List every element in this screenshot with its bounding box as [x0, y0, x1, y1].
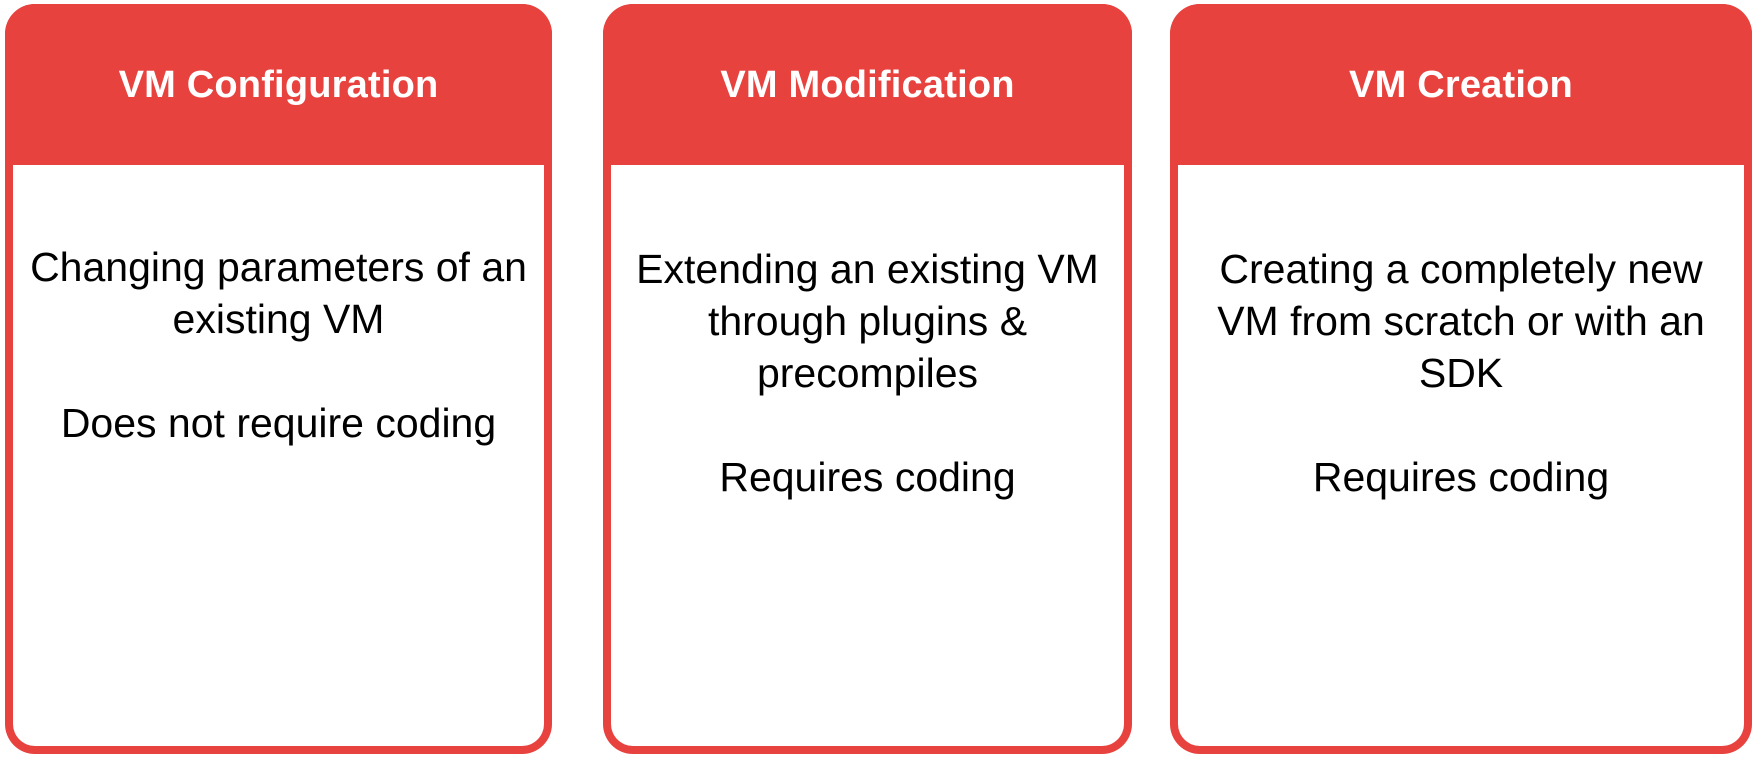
- card-paragraph-1: Creating a completely new VM from scratc…: [1217, 246, 1705, 396]
- card-header: VM Creation: [1170, 4, 1752, 165]
- card-title: VM Modification: [720, 63, 1015, 106]
- card-title: VM Configuration: [118, 63, 439, 106]
- card-body: Creating a completely new VM from scratc…: [1178, 165, 1744, 746]
- card-vm-configuration[interactable]: VM Configuration Changing parameters of …: [5, 4, 552, 754]
- card-paragraph-2: Requires coding: [1312, 454, 1610, 500]
- card-paragraph-2: Requires coding: [719, 454, 1016, 500]
- card-paragraph-2: Does not require coding: [60, 400, 497, 446]
- card-paragraph-1: Extending an existing VM through plugins…: [636, 246, 1099, 396]
- card-title: VM Creation: [1349, 63, 1573, 106]
- card-header: VM Configuration: [5, 4, 552, 165]
- card-header: VM Modification: [603, 4, 1132, 165]
- card-body: Extending an existing VM through plugins…: [611, 165, 1124, 746]
- card-vm-modification[interactable]: VM Modification Extending an existing VM…: [603, 4, 1132, 754]
- card-paragraph-1: Changing parameters of an existing VM: [30, 244, 527, 342]
- card-body: Changing parameters of an existing VM Do…: [13, 165, 544, 746]
- card-vm-creation[interactable]: VM Creation Creating a completely new VM…: [1170, 4, 1752, 754]
